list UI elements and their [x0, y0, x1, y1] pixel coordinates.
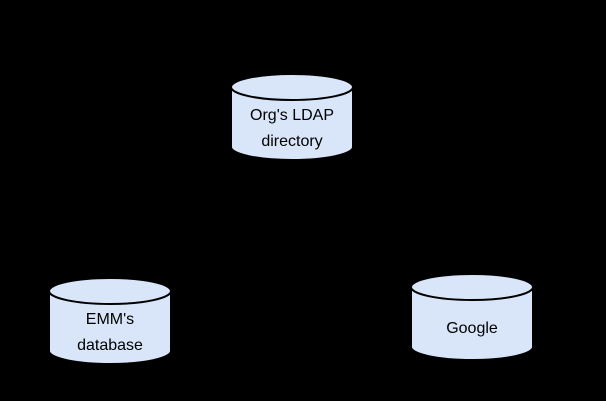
cylinder-top [48, 277, 172, 305]
node-ldap-directory: Org's LDAP directory [230, 72, 354, 162]
cylinder-top [230, 73, 354, 101]
cylinder-body [48, 291, 172, 365]
database-cylinder-icon [410, 273, 534, 361]
cylinder-body [230, 87, 354, 161]
node-google: Google [410, 272, 534, 362]
cylinder-body [410, 287, 534, 361]
node-emm-database: EMM's database [48, 276, 172, 366]
cylinder-top [410, 273, 534, 301]
database-cylinder-icon [48, 277, 172, 365]
database-cylinder-icon [230, 73, 354, 161]
